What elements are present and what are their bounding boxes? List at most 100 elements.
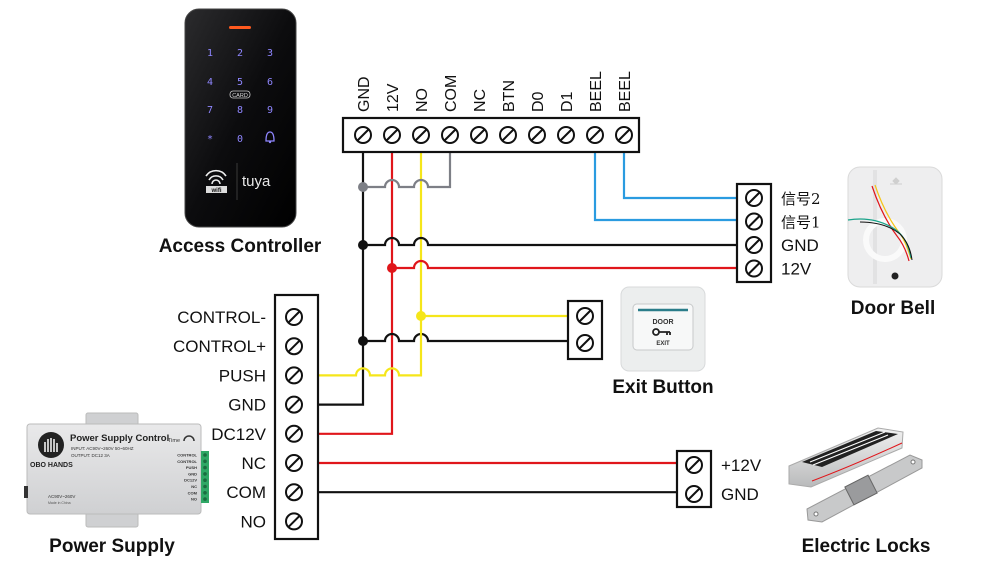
terminal-label: GND (356, 76, 373, 112)
screw-terminal-icon (441, 126, 459, 144)
locks-terminal-block: +12V GND (675, 449, 762, 509)
terminal-label: NC (241, 454, 266, 473)
keypad-key: 3 (267, 48, 273, 59)
svg-text:OUTPUT: DC12 3A: OUTPUT: DC12 3A (71, 453, 110, 458)
keypad-key: * (207, 134, 213, 145)
screw-terminal-icon (470, 126, 488, 144)
terminal-label: BEEL (617, 71, 634, 112)
terminal-label: D1 (559, 91, 576, 112)
keypad-key: 9 (267, 105, 273, 116)
card-label: CARD (232, 93, 248, 99)
screw-terminal-icon (285, 395, 303, 414)
svg-text:DOOR: DOOR (653, 319, 674, 326)
terminal-label: D0 (530, 91, 547, 112)
keypad-key: 1 (207, 48, 213, 59)
terminal-label: NO (414, 88, 431, 112)
junction-bell-gnd (358, 240, 368, 250)
screw-terminal-icon (285, 308, 303, 326)
terminal-label: 12V (385, 83, 402, 112)
svg-text:EXIT: EXIT (656, 341, 670, 347)
terminal-label: GND (228, 396, 266, 415)
svg-text:wifi: wifi (211, 188, 222, 194)
screw-terminal-icon (576, 307, 594, 325)
mini-terminal-label: DC12V (184, 478, 197, 483)
svg-text:Time: Time (168, 438, 180, 444)
obo-hands-logo (38, 432, 64, 458)
keypad-key: 4 (207, 77, 213, 88)
wire-beel-2 (622, 152, 737, 200)
terminal-label: +12V (721, 456, 762, 475)
screw-terminal-icon (528, 126, 546, 144)
screw-terminal-icon (285, 337, 303, 356)
screw-terminal-icon (285, 424, 303, 443)
svg-text:Made in China: Made in China (48, 501, 71, 505)
tuya-logo: tuya (242, 173, 271, 190)
mini-terminal-label: CONTROL (177, 459, 197, 464)
screw-terminal-icon (586, 126, 604, 144)
keypad-key: 5 (237, 77, 243, 88)
strike-lock (806, 454, 923, 523)
terminal-label: CONTROL- (177, 308, 266, 327)
keypad-key: 7 (207, 105, 213, 116)
exit-button-terminal-block (566, 299, 604, 361)
screw-terminal-icon (745, 212, 763, 231)
terminal-label: GND (781, 236, 819, 255)
screw-terminal-icon (745, 259, 763, 278)
terminal-label: BTN (501, 80, 518, 112)
screw-terminal-icon (499, 126, 517, 144)
keypad-key: 2 (237, 48, 243, 59)
keypad-key: 6 (267, 77, 273, 88)
access-controller-body (184, 8, 297, 228)
wifi-icon: wifi (205, 169, 227, 194)
terminal-label: CONTROL+ (173, 337, 266, 356)
screw-terminal-icon (557, 126, 575, 144)
key-icon (652, 328, 671, 336)
wires (318, 152, 737, 494)
door-bell-title: Door Bell (851, 298, 935, 319)
mount-hole (890, 177, 902, 185)
terminal-label: COM (226, 483, 266, 502)
screw-terminal-icon (285, 454, 303, 472)
screw-terminal-icon (685, 456, 703, 474)
screw-terminal-icon (745, 236, 763, 254)
wire-exit-gnd (363, 332, 568, 343)
power-supply-title: Power Supply (49, 536, 175, 557)
svg-text:INPUT: AC90V~260V 50~60HZ: INPUT: AC90V~260V 50~60HZ (71, 446, 134, 451)
terminal-label: GND (721, 485, 759, 504)
time-knob-icon (183, 435, 195, 442)
junction-bell-12v (387, 263, 397, 273)
terminal-label: COM (443, 75, 460, 112)
terminal-label: 信号2 (781, 190, 821, 208)
screw-terminal-icon (285, 483, 303, 502)
panel-title: Power Supply Control (70, 433, 169, 444)
screw-terminal-icon (285, 512, 303, 531)
wire-gnd-trunk (318, 152, 365, 406)
screw-terminal-icon (412, 126, 430, 144)
wire-12v-trunk (318, 152, 394, 435)
door-bell: Door Bell (847, 166, 943, 319)
access-controller-title: Access Controller (159, 236, 322, 257)
screw-terminal-icon (576, 334, 594, 352)
electric-locks-title: Electric Locks (802, 536, 931, 557)
terminal-label: NC (472, 89, 489, 112)
terminal-label: NO (241, 512, 267, 531)
magnetic-lock (788, 427, 904, 488)
keypad-key: 8 (237, 105, 243, 116)
electric-locks: Electric Locks (788, 427, 931, 557)
mini-terminal-label: NO (191, 497, 197, 502)
svg-text:OBO HANDS: OBO HANDS (30, 462, 73, 469)
screw-terminal-icon (615, 126, 633, 144)
wire-beel-1 (593, 152, 737, 222)
svg-text:AC90V~260V: AC90V~260V (48, 494, 75, 499)
screw-terminal-icon (285, 366, 303, 385)
screw-terminal-icon (354, 126, 372, 144)
terminal-label: 12V (781, 260, 812, 279)
